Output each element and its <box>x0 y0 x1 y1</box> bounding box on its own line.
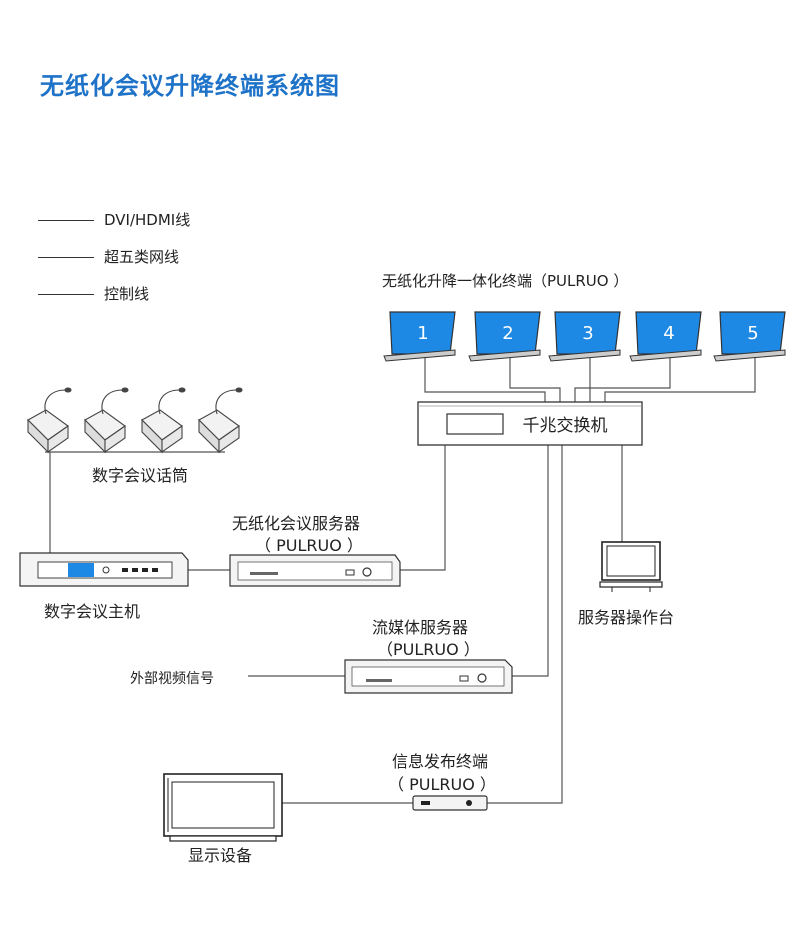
console-label: 服务器操作台 <box>578 608 675 627</box>
line-switch-conference-server <box>400 445 446 571</box>
external-video-label: 外部视频信号 <box>130 671 214 687</box>
display-label: 显示设备 <box>188 846 253 865</box>
media-server <box>344 659 513 694</box>
page-title: 无纸化会议升降终端系统图 <box>40 72 340 100</box>
terminal-base <box>383 349 456 362</box>
terminal-base <box>713 349 786 362</box>
gigabit-switch: 千兆交换机 <box>417 401 643 446</box>
terminal-4: 4 <box>629 311 702 362</box>
microphone-icon <box>84 387 129 454</box>
info-terminal-label: 信息发布终端 <box>392 752 489 771</box>
info-terminal-body <box>412 795 488 811</box>
conference-host <box>19 552 189 587</box>
switch-label: 千兆交换机 <box>523 416 608 436</box>
microphone-icon <box>27 387 72 454</box>
microphone-icon <box>141 387 186 454</box>
terminal-base <box>629 349 702 362</box>
line-terminal-3 <box>574 352 591 402</box>
terminal-base <box>468 349 541 362</box>
microphone-icon <box>198 387 243 454</box>
line-terminal-2 <box>509 352 561 402</box>
terminal-row: 1 2 3 4 5 <box>383 311 786 362</box>
legend-item-cat5e: 超五类网线 <box>38 246 179 267</box>
microphones-label: 数字会议话筒 <box>92 466 189 485</box>
info-terminal <box>412 795 488 811</box>
host-panel <box>37 561 173 579</box>
line-terminal-4 <box>589 352 671 402</box>
legend-item-dvi-hdmi: DVI/HDMI线 <box>38 209 190 230</box>
host-screen <box>68 563 94 577</box>
terminal-2: 2 <box>468 311 541 362</box>
server-console <box>599 541 663 592</box>
media-server-label: 流媒体服务器 <box>372 618 469 637</box>
line-switch-media-server <box>512 445 549 677</box>
terminal-number: 4 <box>663 323 674 344</box>
conference-server-label: 无纸化会议服务器 <box>232 514 361 533</box>
terminal-1: 1 <box>383 311 456 362</box>
info-terminal-brand: （ PULRUO ） <box>388 775 496 794</box>
terminal-5: 5 <box>713 311 786 362</box>
media-server-brand: （PULRUO ） <box>377 640 480 659</box>
legend-line <box>38 220 94 221</box>
terminal-number: 3 <box>582 323 593 344</box>
microphones <box>27 387 243 454</box>
switch-display <box>446 413 504 435</box>
line-switch-info-terminal <box>487 445 563 804</box>
terminal-base <box>548 349 621 362</box>
connection-lines <box>45 352 756 804</box>
line-terminal-5 <box>604 352 756 402</box>
legend-label: 控制线 <box>104 285 150 303</box>
terminal-3: 3 <box>548 311 621 362</box>
terminal-number: 2 <box>502 323 513 344</box>
conference-server <box>229 554 401 587</box>
terminal-number: 1 <box>417 323 428 344</box>
legend-label: 超五类网线 <box>104 248 180 266</box>
legend-item-control: 控制线 <box>38 283 149 304</box>
line-terminal-1 <box>424 352 546 402</box>
display-device <box>163 773 283 842</box>
legend-line <box>38 257 94 258</box>
terminal-number: 5 <box>747 323 758 344</box>
conference-server-brand: （ PULRUO ） <box>255 536 363 555</box>
terminals-label: 无纸化升降一体化终端（PULRUO ） <box>382 272 629 290</box>
legend-label: DVI/HDMI线 <box>104 211 191 229</box>
legend-line <box>38 294 94 295</box>
host-label: 数字会议主机 <box>44 602 141 621</box>
